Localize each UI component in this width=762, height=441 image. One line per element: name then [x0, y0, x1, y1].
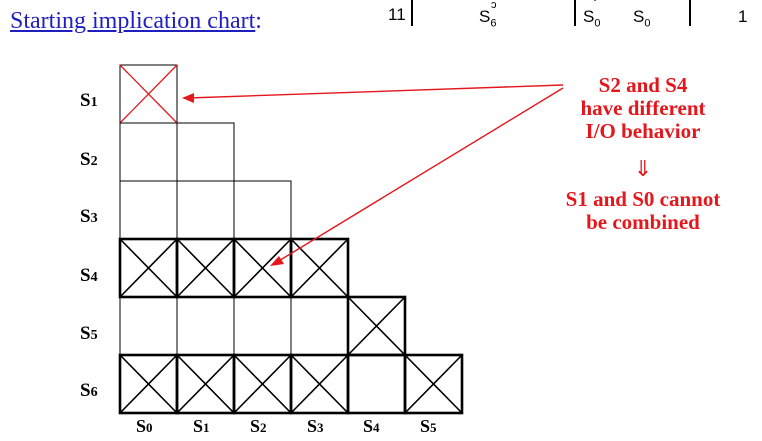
cell-s5-s3: [290, 296, 349, 356]
row-label-s2: S2: [80, 149, 98, 170]
chart-heading: Starting implication chart:: [10, 8, 262, 34]
cell-s4-s0: [118, 237, 179, 299]
annotation-line-1: S2 and S4: [598, 73, 688, 97]
cell-s6-s2: [232, 353, 293, 415]
annotation-line-3: I/O behavior: [585, 119, 701, 143]
cell-s4-s1: [175, 237, 236, 299]
annotation-line-2: have different: [580, 96, 706, 120]
cell-s1-s0: [119, 64, 178, 124]
col-label-s2: S2: [250, 416, 267, 436]
cell-s6-s1: [175, 353, 236, 415]
table-next-state: S6: [479, 7, 497, 30]
down-arrow-icon: ⇓: [633, 156, 653, 181]
cell-s6-s0: [118, 353, 179, 415]
annotation-io-behavior: S2 and S4 have different I/O behavior ⇓ …: [548, 74, 738, 234]
table-output: 1: [738, 7, 748, 26]
table-divider-right: [689, 0, 691, 26]
col-label-s3: S3: [307, 416, 324, 436]
cell-s6-s5: [403, 353, 464, 415]
table-out-b: S0: [633, 7, 651, 30]
arrow-to-s4-s2: [276, 87, 564, 263]
cell-s3-s2: [233, 180, 292, 240]
cell-s2-s1: [176, 122, 235, 182]
row-label-s6: S6: [80, 380, 98, 401]
row-label-s4: S4: [80, 265, 98, 286]
arrow-to-s1-s0: [187, 84, 564, 99]
cell-s5-s0: [119, 296, 178, 356]
table-divider-left: [411, 0, 413, 26]
arrowhead-s4-s2: [270, 256, 284, 266]
state-table-fragment: 11 ɔ S6 S0 ̊ S0 1: [0, 0, 762, 40]
row-label-s3: S3: [80, 206, 98, 227]
arrowhead-s1-s0: [182, 93, 194, 103]
row-label-s1: S1: [80, 90, 98, 111]
cell-s6-s3: [289, 353, 350, 415]
annotation-line-4: S1 and S0 cannot: [565, 187, 721, 211]
cell-s3-s0: [119, 180, 178, 240]
cell-s5-s1: [176, 296, 235, 356]
annotation-arrows: [182, 84, 564, 266]
cell-s3-s1: [176, 180, 235, 240]
table-out-a: S0: [583, 7, 601, 30]
cell-s6-s4: [346, 353, 407, 415]
table-input: 11: [388, 5, 406, 24]
col-label-s1: S1: [193, 416, 210, 436]
cell-s4-s2: [232, 237, 293, 299]
col-label-s5: S5: [420, 416, 437, 436]
table-cut-mark: ɔ: [491, 0, 497, 11]
cell-s2-s0: [119, 122, 178, 182]
cell-s5-s4: [346, 295, 407, 357]
cell-s5-s2: [233, 296, 292, 356]
row-label-s5: S5: [80, 323, 98, 344]
col-label-s4: S4: [363, 416, 380, 436]
table-divider-mid: [574, 0, 576, 26]
col-label-s0: S0: [136, 416, 153, 436]
annotation-line-5: be combined: [586, 210, 700, 234]
chart-cells: [118, 64, 464, 415]
